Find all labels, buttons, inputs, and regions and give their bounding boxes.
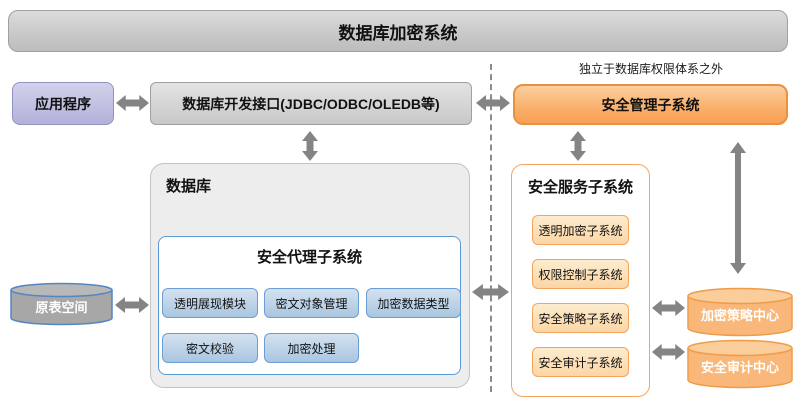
service-module-transparent-encryption: 透明加密子系统 <box>532 215 629 245</box>
service-module-security-policy: 安全策略子系统 <box>532 303 629 333</box>
cylinder-security-audit-center: 安全审计中心 <box>687 339 793 389</box>
node-security-mgmt-label: 安全管理子系统 <box>601 96 700 113</box>
cylinder-encryption-policy-center-label: 加密策略中心 <box>700 308 779 323</box>
cylinder-security-audit-center-label: 安全审计中心 <box>700 360 779 375</box>
database-label: 数据库 <box>166 178 212 195</box>
agent-module-ciphertext-object-mgmt: 密文对象管理 <box>264 288 359 318</box>
security-agent-title: 安全代理子系统 <box>256 249 362 266</box>
agent-module-encryption-processing: 加密处理 <box>264 333 359 363</box>
arrow-interface-database <box>302 131 318 161</box>
cylinder-shape <box>10 282 113 326</box>
cylinder-shape <box>687 339 793 389</box>
system-title: 数据库加密系统 <box>338 23 458 43</box>
node-application-label: 应用程序 <box>35 95 91 112</box>
agent-module-encrypted-data-types: 加密数据类型 <box>366 288 461 318</box>
security-service-title: 安全服务子系统 <box>527 179 633 196</box>
arrow-mgmt-policy-center <box>730 142 746 274</box>
arrow-service-audit-center <box>652 344 685 360</box>
cylinder-original-tablespace-label: 原表空间 <box>35 300 88 315</box>
arrow-service-policy-center <box>652 300 685 316</box>
node-db-interface-label: 数据库开发接口(JDBC/ODBC/OLEDB等) <box>182 95 440 112</box>
dashed-divider-line <box>490 64 492 392</box>
arrow-mgmt-service <box>570 131 586 161</box>
agent-module-transparent-display: 透明展现模块 <box>162 288 258 318</box>
node-db-interface: 数据库开发接口(JDBC/ODBC/OLEDB等) <box>150 82 472 125</box>
cylinder-shape <box>687 287 793 337</box>
arrow-interface-mgmt <box>476 95 510 111</box>
cylinder-encryption-policy-center: 加密策略中心 <box>687 287 793 337</box>
independence-note: 独立于数据库权限体系之外 <box>578 62 723 76</box>
agent-module-ciphertext-verify: 密文校验 <box>162 333 258 363</box>
arrow-tablespace-database <box>115 297 149 313</box>
arrow-app-interface <box>116 95 149 111</box>
cylinder-original-tablespace: 原表空间 <box>10 282 113 326</box>
service-module-security-audit: 安全审计子系统 <box>532 347 629 377</box>
node-security-mgmt: 安全管理子系统 <box>513 84 788 125</box>
node-application: 应用程序 <box>12 82 114 125</box>
arrow-database-service <box>472 284 509 300</box>
system-title-banner: 数据库加密系统 <box>8 10 788 52</box>
service-module-access-control: 权限控制子系统 <box>532 259 629 289</box>
